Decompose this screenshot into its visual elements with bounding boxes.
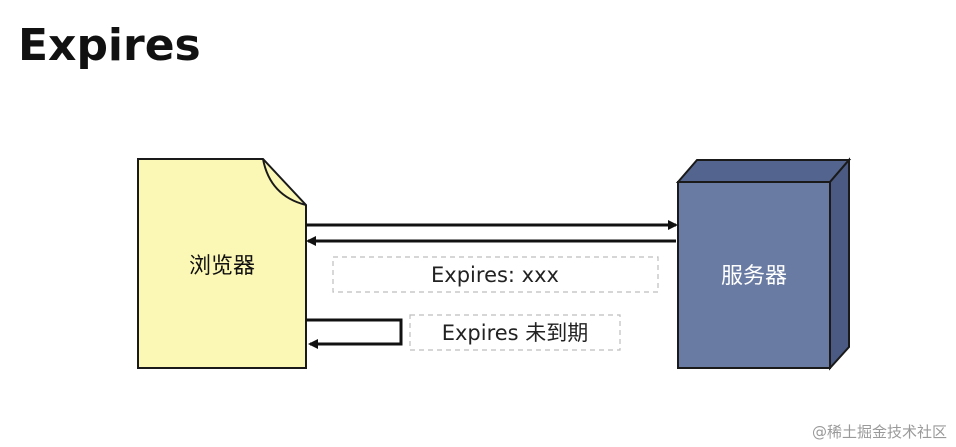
page-title: Expires	[18, 20, 201, 71]
cache-hit-label: Expires 未到期	[409, 314, 621, 351]
server-node: 服务器	[675, 157, 852, 371]
response-label-text: Expires: xxx	[431, 263, 559, 287]
response-label-box	[332, 256, 659, 293]
browser-document-shape	[137, 158, 307, 369]
cache-hit-label-box	[409, 314, 621, 351]
response-header-label: Expires: xxx	[332, 256, 659, 293]
server-label: 服务器	[721, 264, 787, 289]
server-box-side	[829, 157, 850, 371]
browser-node: 浏览器	[137, 158, 307, 369]
cache-loop-arrow	[306, 318, 403, 349]
browser-folded-corner	[262, 158, 307, 206]
browser-label: 浏览器	[189, 254, 255, 279]
server-box-front	[677, 181, 831, 369]
server-box-top	[675, 159, 852, 183]
cache-hit-label-text: Expires 未到期	[442, 321, 589, 345]
watermark-text: @稀土掘金技术社区	[812, 423, 947, 441]
